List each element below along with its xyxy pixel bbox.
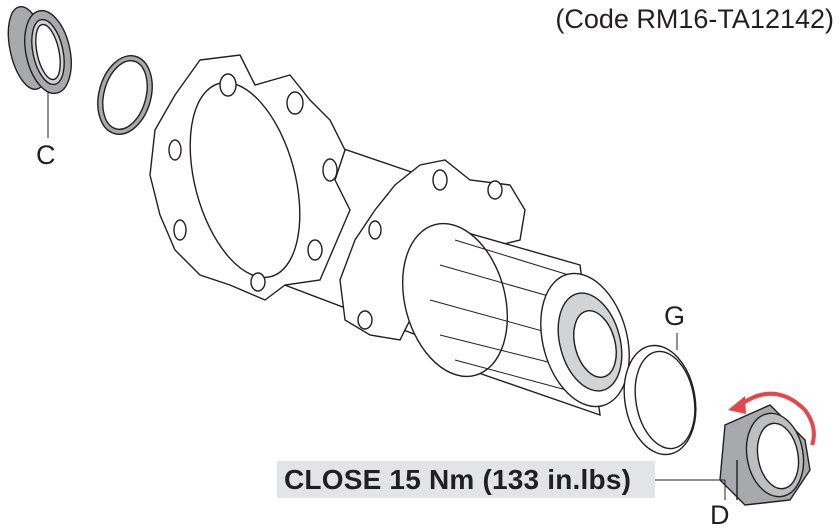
o-ring — [97, 55, 153, 135]
part-code: (Code RM16-TA12142) — [555, 4, 834, 34]
lock-nut-d — [655, 404, 811, 506]
end-cap-c — [7, 6, 72, 138]
hub-body — [149, 54, 526, 342]
torque-instruction: CLOSE 15 Nm (133 in.lbs) — [277, 461, 655, 498]
freehub-body — [401, 222, 630, 417]
label-g: G — [664, 301, 686, 331]
label-c: C — [36, 140, 56, 170]
label-d: D — [710, 500, 730, 530]
spacer-g — [623, 333, 697, 456]
tighten-direction-arrow-icon — [728, 391, 816, 446]
